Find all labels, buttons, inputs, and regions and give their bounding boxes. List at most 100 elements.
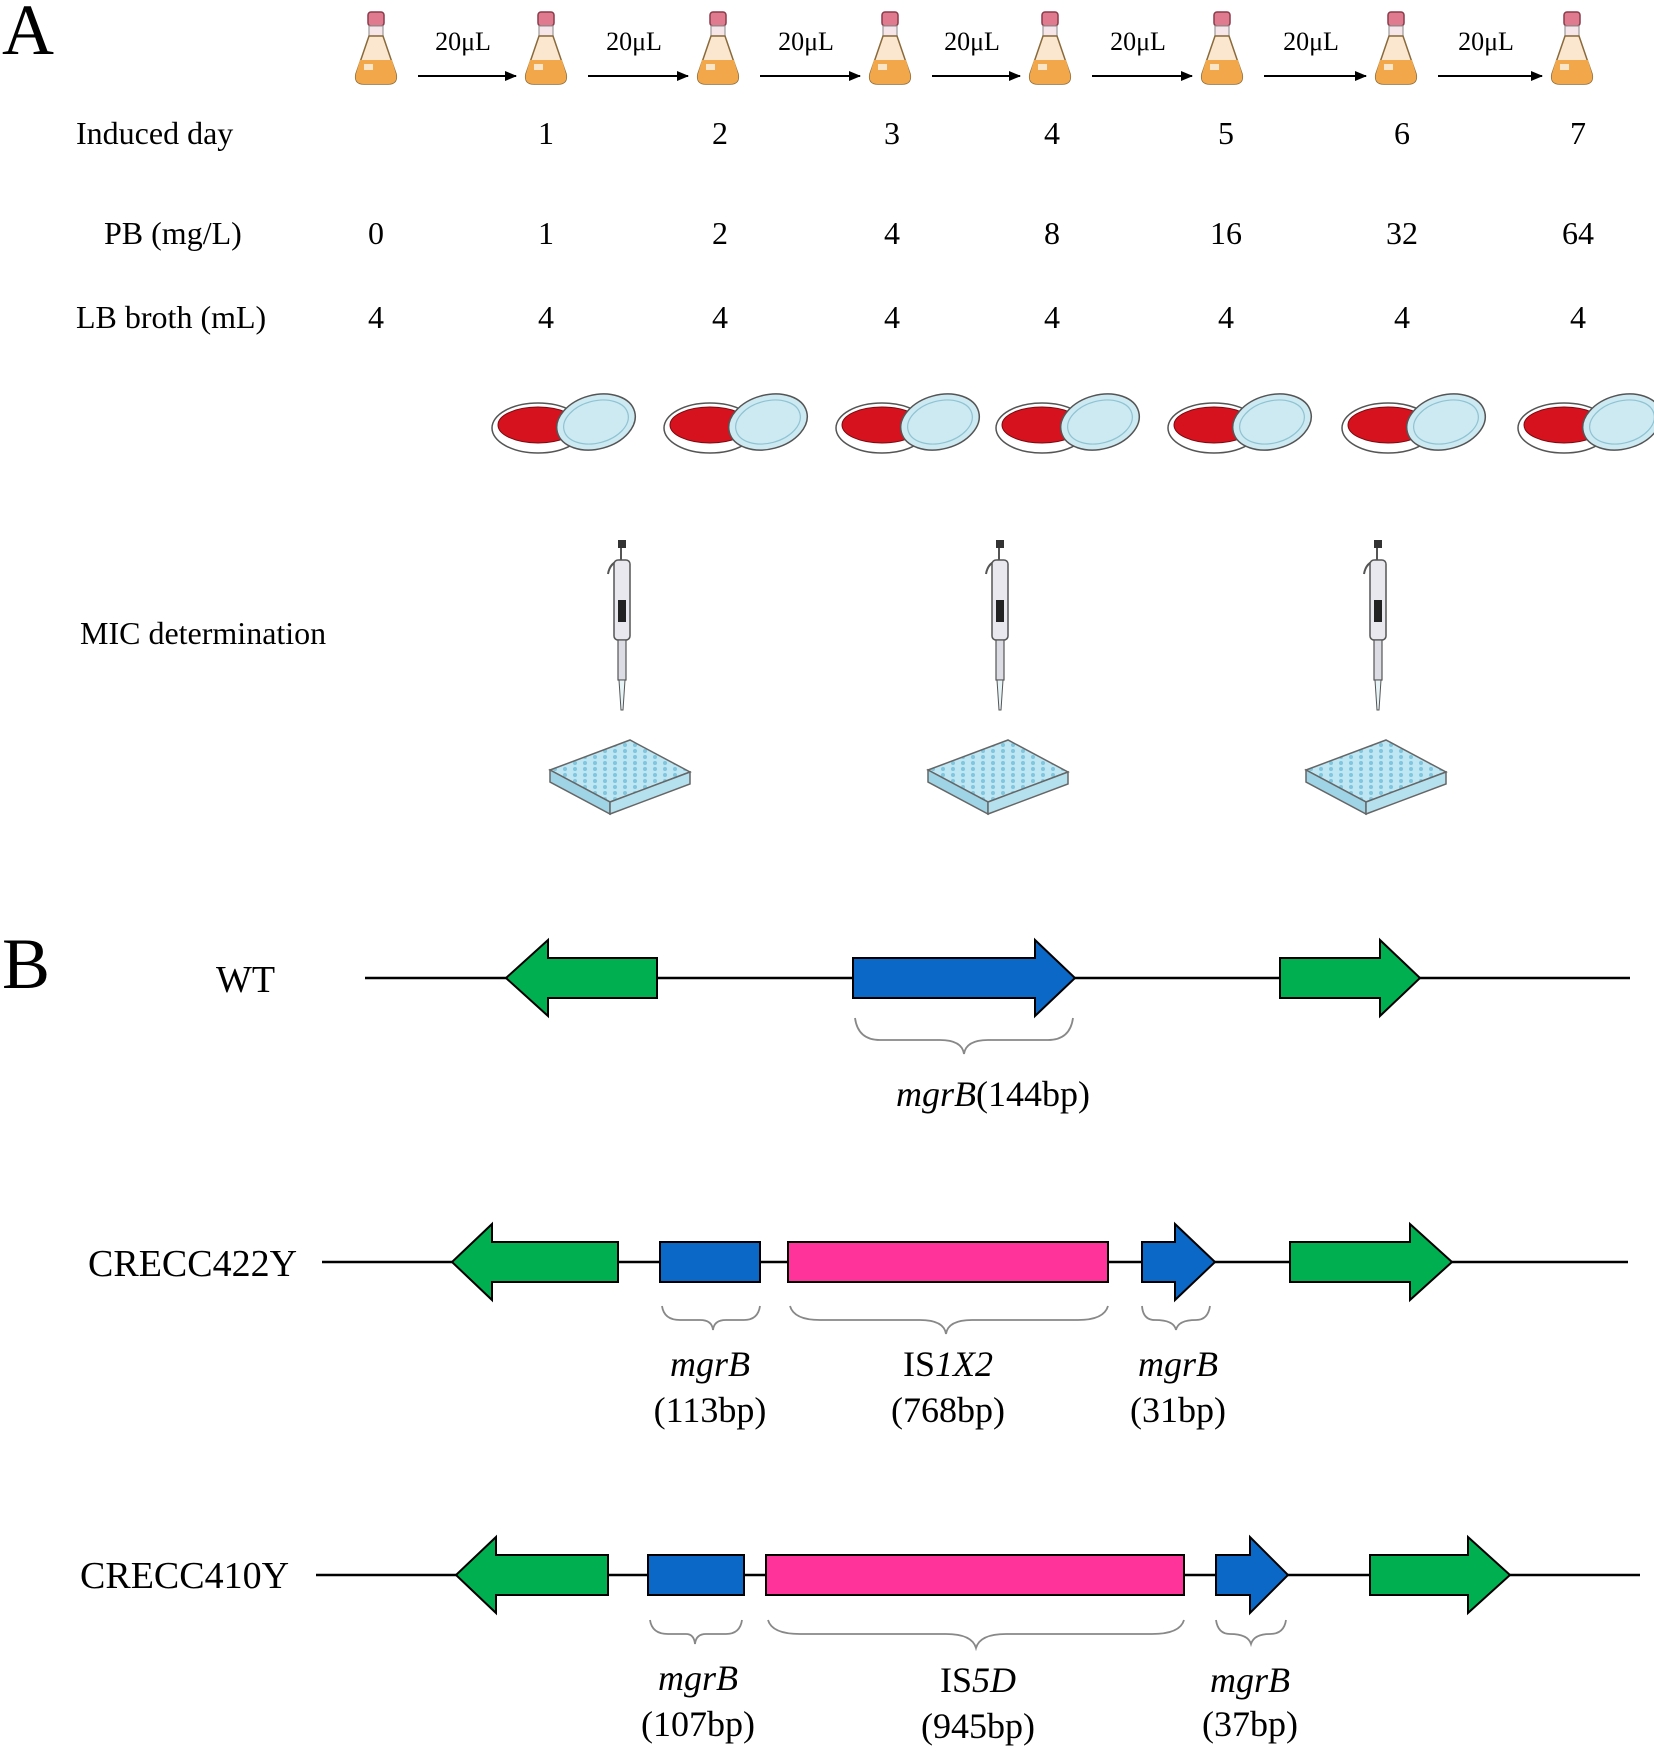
strain-crecc410y: CRECC410Y mgrB (107bp) IS5D (945bp) mgrB… (80, 1534, 1640, 1746)
flanking-gene-right (1289, 1221, 1454, 1303)
pb-concentration-value: 1 (538, 215, 554, 251)
agar-plate-icon (1167, 384, 1319, 460)
transfer-volume-label: 20μL (1458, 27, 1514, 56)
agar-plate-row (491, 384, 1654, 460)
mgrb-fragment-3prime (1215, 1534, 1290, 1616)
agar-plate-icon (491, 384, 643, 460)
row-label-mic-determination: MIC determination (80, 615, 326, 651)
lb-volume-value: 4 (368, 299, 384, 335)
span-brace (854, 1017, 1074, 1055)
span-brace (661, 1305, 761, 1331)
pipette-icon (1363, 539, 1387, 711)
lb-volume-value: 4 (1218, 299, 1234, 335)
flanking-gene-left (454, 1534, 609, 1616)
flanking-gene-left (450, 1221, 619, 1303)
flask-icon (1550, 11, 1594, 85)
pb-values: 0 1 2 4 8 16 32 64 (368, 215, 1594, 251)
transfer-arrow-row: 20μL 20μL 20μL 20μL 20μL 20μL 20μL (418, 27, 1543, 81)
strain-label-wt: WT (216, 959, 275, 1001)
induced-day-value: 5 (1218, 115, 1234, 151)
microplate-icon (549, 739, 691, 815)
span-brace (767, 1619, 1185, 1652)
pipette-icon (607, 539, 631, 711)
pb-concentration-value: 2 (712, 215, 728, 251)
transfer-volume-label: 20μL (778, 27, 834, 56)
flask-icon (868, 11, 912, 85)
gene-size-mgrb-5prime: (107bp) (641, 1704, 755, 1744)
flanking-gene-left (504, 937, 658, 1019)
gene-label-mgrb-3prime: mgrB (1210, 1660, 1290, 1700)
gene-size-mgrb-3prime: (31bp) (1130, 1390, 1226, 1430)
transfer-volume-label: 20μL (435, 27, 491, 56)
gene-size-mgrb-5prime: (113bp) (654, 1390, 767, 1430)
gene-label-mgrb-wt: mgrB(144bp) (896, 1074, 1090, 1114)
pb-concentration-value: 16 (1210, 215, 1242, 251)
strain-label-crecc410y: CRECC410Y (80, 1555, 289, 1597)
row-label-induced-day: Induced day (76, 115, 233, 151)
pb-concentration-value: 0 (368, 215, 384, 251)
gene-size-is1x2: (768bp) (891, 1390, 1005, 1430)
microplate-icon (1305, 739, 1447, 815)
pb-concentration-value: 64 (1562, 215, 1594, 251)
agar-plate-icon (995, 384, 1147, 460)
induced-day-value: 2 (712, 115, 728, 151)
flanking-gene-right (1369, 1534, 1512, 1616)
gene-label-is1x2: IS1X2 (903, 1344, 993, 1384)
pipette-icon (985, 539, 1009, 711)
gene-size-mgrb-3prime: (37bp) (1202, 1704, 1298, 1744)
lb-volume-value: 4 (538, 299, 554, 335)
panel-a-letter: A (2, 0, 54, 70)
panel-b-letter: B (2, 924, 50, 1004)
lb-volume-value: 4 (712, 299, 728, 335)
transfer-volume-label: 20μL (1283, 27, 1339, 56)
lb-volume-value: 4 (1570, 299, 1586, 335)
span-brace (649, 1619, 743, 1645)
strain-label-crecc422y: CRECC422Y (88, 1243, 297, 1285)
gene-label-mgrb-5prime: mgrB (670, 1344, 750, 1384)
flask-icon (1200, 11, 1244, 85)
gene-label-mgrb-5prime: mgrB (658, 1658, 738, 1698)
mgrb-fragment-5prime (647, 1554, 745, 1596)
strain-wt: WT mgrB(144bp) (216, 937, 1630, 1114)
induced-day-value: 7 (1570, 115, 1586, 151)
transfer-volume-label: 20μL (1110, 27, 1166, 56)
lb-volume-value: 4 (884, 299, 900, 335)
mic-setup-day-6 (1305, 539, 1447, 815)
transfer-volume-label: 20μL (606, 27, 662, 56)
flask-icon (354, 11, 398, 85)
mgrb-gene (852, 937, 1077, 1019)
mic-setup-day-2 (549, 539, 691, 815)
induced-day-value: 1 (538, 115, 554, 151)
agar-plate-icon (1341, 384, 1493, 460)
flask-icon (1374, 11, 1418, 85)
gene-size-is5d: (945bp) (921, 1706, 1035, 1746)
pb-concentration-value: 4 (884, 215, 900, 251)
agar-plate-icon (835, 384, 987, 460)
induced-day-values: 1 2 3 4 5 6 7 (538, 115, 1586, 151)
agar-plate-icon (1517, 384, 1654, 460)
flask-icon (1028, 11, 1072, 85)
mic-setup-day-4 (927, 539, 1069, 815)
mgrb-fragment-5prime (659, 1241, 761, 1283)
gene-label-is5d: IS5D (940, 1660, 1016, 1700)
pb-concentration-value: 8 (1044, 215, 1060, 251)
strain-crecc422y: CRECC422Y mgrB (113bp) IS1X2 (768bp) mgr… (88, 1221, 1628, 1430)
agar-plate-icon (663, 384, 815, 460)
insertion-sequence-is1x2 (787, 1241, 1109, 1283)
flask-icon (696, 11, 740, 85)
induced-day-value: 6 (1394, 115, 1410, 151)
lb-broth-values: 4 4 4 4 4 4 4 4 (368, 299, 1586, 335)
microplate-icon (927, 739, 1069, 815)
induced-day-value: 4 (1044, 115, 1060, 151)
span-brace (1141, 1305, 1211, 1331)
transfer-volume-label: 20μL (944, 27, 1000, 56)
pb-concentration-value: 32 (1386, 215, 1418, 251)
lb-volume-value: 4 (1394, 299, 1410, 335)
induced-day-value: 3 (884, 115, 900, 151)
row-label-pb: PB (mg/L) (104, 215, 242, 251)
flanking-gene-right (1279, 937, 1422, 1019)
flask-icon (524, 11, 568, 85)
lb-volume-value: 4 (1044, 299, 1060, 335)
mgrb-fragment-3prime (1141, 1221, 1217, 1303)
